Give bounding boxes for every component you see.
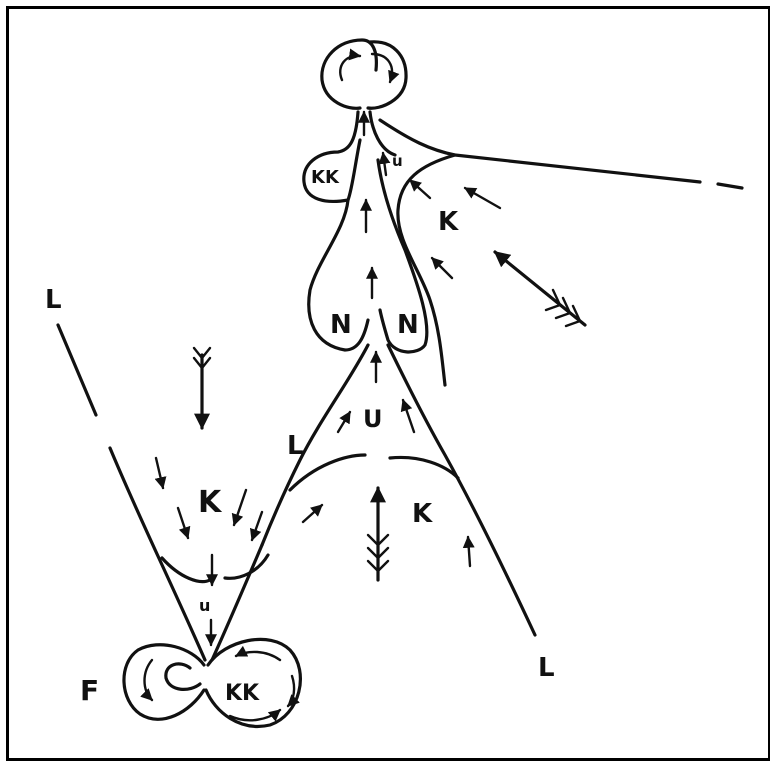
large-inflow-arrow-fletching <box>544 288 582 328</box>
funnel-arrow-3 <box>231 488 248 527</box>
bottom-vortex-swirl-2 <box>228 708 282 722</box>
middle-wedge-right <box>386 343 537 637</box>
top-vortex-left-lobe <box>320 38 378 110</box>
inflow-arrow-3 <box>430 256 454 280</box>
label-L-middle: L <box>287 431 304 461</box>
label-N-left: N <box>330 310 352 340</box>
bottom-vortex-swirl-3 <box>234 645 282 662</box>
label-K-middle: K <box>412 499 433 529</box>
label-K-upper-right: K <box>438 207 459 237</box>
funnel-arrow-2 <box>176 506 191 540</box>
top-vortex-swirl-left <box>339 48 362 82</box>
right-funnel-edge <box>210 543 264 662</box>
cap-arrow-right <box>462 535 475 568</box>
bottom-vortex-swirl-4 <box>286 674 300 708</box>
middle-wedge-left <box>260 343 370 547</box>
upper-L-line-end <box>716 182 744 190</box>
downdraft-fletching <box>192 346 212 370</box>
label-u-lower: u <box>199 596 210 615</box>
large-inflow-arrow <box>493 250 587 327</box>
central-updraft-fletching <box>366 533 390 573</box>
wedge-arrow-left <box>336 410 352 434</box>
funnel-cap-curve-right <box>223 553 270 580</box>
label-K-left: K <box>198 485 223 520</box>
funnel-arrow-1 <box>154 456 167 490</box>
inflow-arrow-1 <box>408 178 432 200</box>
bottom-vortex-left <box>122 643 206 721</box>
middle-cap-curve <box>288 453 367 492</box>
label-KK-lower: KK <box>225 681 260 706</box>
bottom-vortex-right <box>204 637 302 728</box>
middle-cap-curve-right <box>388 455 460 480</box>
left-funnel-edge-lower <box>108 446 207 662</box>
upper-inner-boundary <box>396 153 457 387</box>
top-vortex-right-lobe <box>366 40 408 110</box>
upper-body-right-edge <box>376 158 429 354</box>
label-N-right: N <box>397 310 419 340</box>
funnel-arrow-4 <box>249 510 264 542</box>
top-vortex-swirl-right <box>370 52 400 84</box>
label-L-upper-left: L <box>45 285 62 315</box>
inflow-arrow-2 <box>463 186 502 210</box>
label-L-bottom-right: L <box>538 653 555 683</box>
left-funnel-edge <box>56 323 98 417</box>
upper-neck-right <box>368 110 397 157</box>
label-U-upper: u <box>392 152 403 170</box>
stem-arrow-5 <box>378 151 391 177</box>
bottom-vortex-swirl-1 <box>140 658 154 702</box>
upper-kk-lobe <box>302 110 362 204</box>
cap-arrow-left <box>301 503 324 524</box>
bottom-vortex-left-inner <box>164 662 202 691</box>
label-KK-upper: KK <box>311 167 340 188</box>
label-F: F <box>80 674 99 707</box>
wedge-arrow-right <box>400 398 416 434</box>
upper-L-line <box>378 118 702 184</box>
upper-body-left-edge <box>307 198 370 352</box>
diagram-frame <box>6 6 770 761</box>
label-U-middle: U <box>363 405 383 433</box>
